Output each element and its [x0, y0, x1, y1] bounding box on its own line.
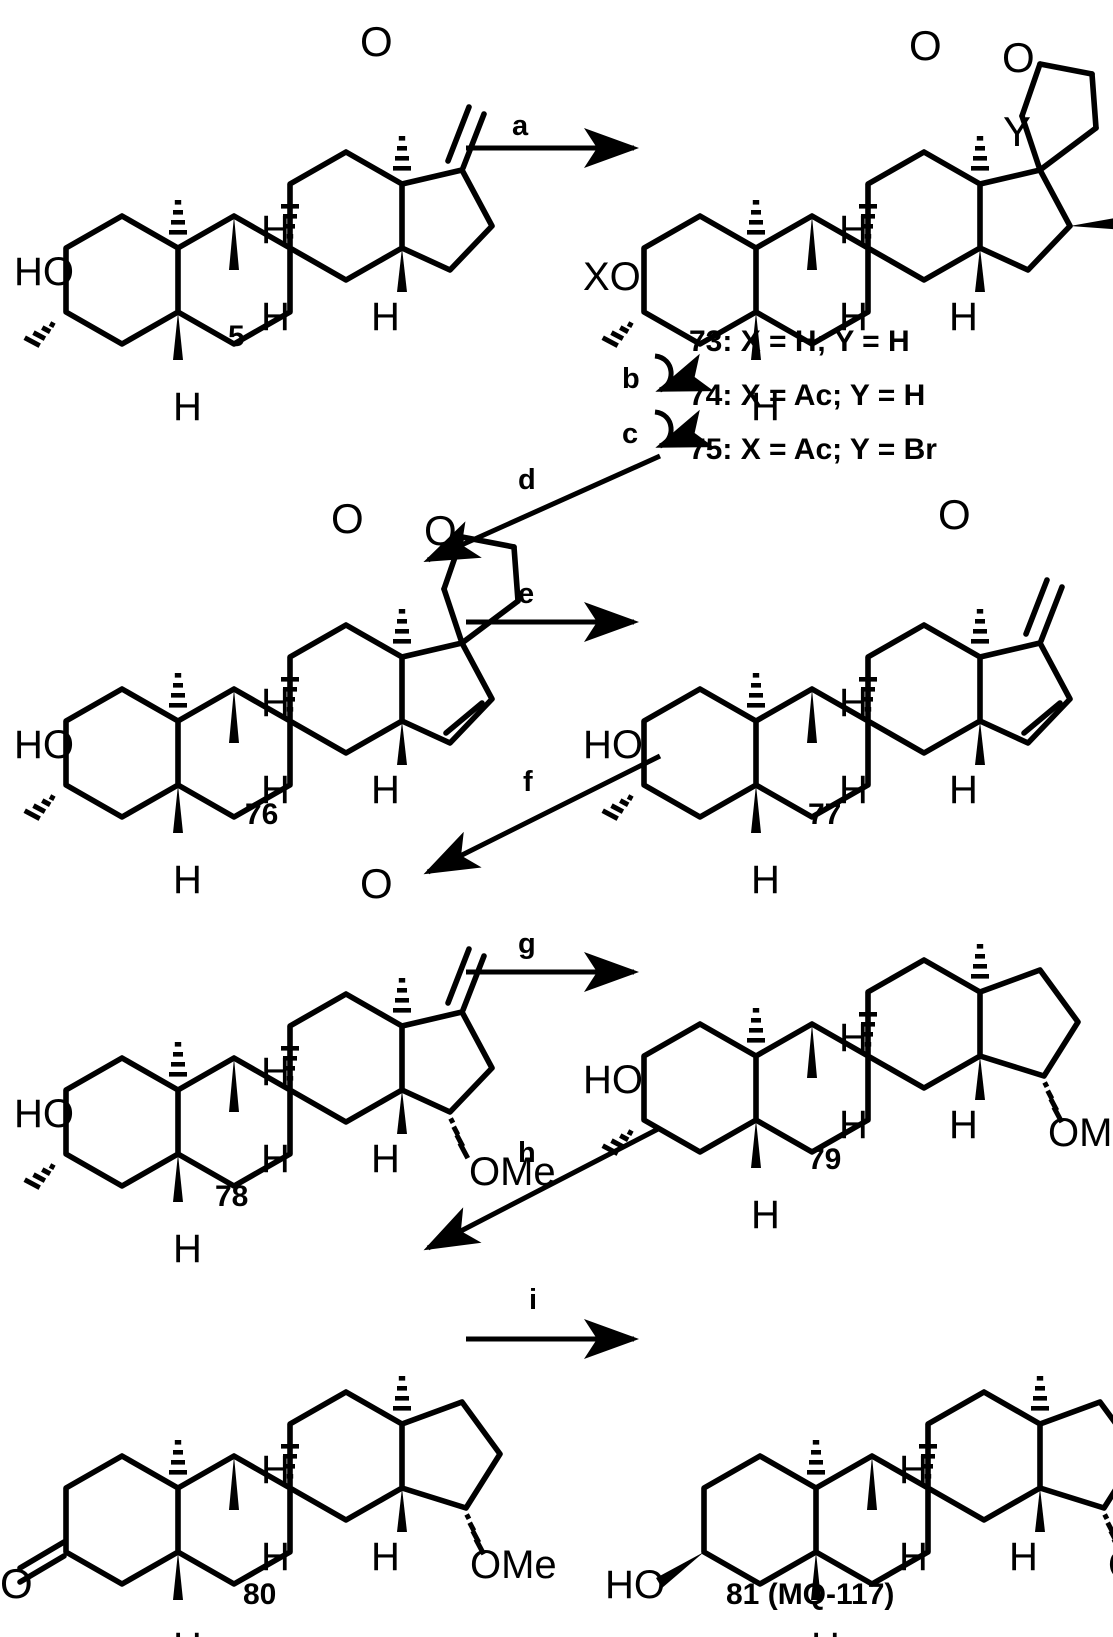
- label-H-C5-5: H: [173, 385, 202, 429]
- arrow-d: [423, 453, 662, 563]
- structure-81: [656, 1376, 1113, 1600]
- label-O1-76: O: [331, 495, 364, 542]
- condition-label-h: h: [518, 1137, 536, 1169]
- label-H-C8-76: H: [261, 681, 290, 725]
- label-H-C8-73: H: [839, 208, 868, 252]
- variant-line-73: 73: X = H; Y = H: [689, 325, 910, 358]
- label-H-C8-79: H: [839, 1016, 868, 1060]
- bracket-b: [654, 353, 714, 393]
- label-H-C8-5: H: [261, 208, 290, 252]
- label-HO-81: HO: [605, 1563, 665, 1607]
- label-HO-78: HO: [14, 1092, 74, 1136]
- label-O-5: O: [360, 18, 393, 65]
- label-H-C9-77: H: [839, 768, 868, 812]
- label-HO-79: HO: [583, 1058, 643, 1102]
- structure-77: [601, 577, 1073, 833]
- compound-label-5: 5: [228, 320, 245, 353]
- label-HO-5: HO: [14, 250, 74, 294]
- label-HO-77: HO: [583, 723, 643, 767]
- bracket-c: [654, 409, 714, 449]
- condition-label-c: c: [622, 418, 639, 450]
- arrow-h: [423, 1125, 662, 1251]
- label-H-C5-76: H: [173, 858, 202, 902]
- structure-73: [601, 61, 1113, 360]
- label-H-C5-78: H: [173, 1227, 202, 1271]
- variant-line-75: 75: X = Ac; Y = Br: [689, 433, 937, 466]
- label-O2-73: O: [1002, 34, 1035, 81]
- label-OMe-79: OMe: [1048, 1111, 1113, 1155]
- structure-5: [23, 104, 495, 360]
- label-O-78: O: [360, 860, 393, 907]
- condition-label-g: g: [518, 928, 536, 960]
- condition-label-d: d: [518, 464, 536, 496]
- structure-79: [601, 944, 1081, 1168]
- compound-label-79: 79: [808, 1143, 842, 1176]
- condition-label-f: f: [523, 766, 533, 798]
- label-H-C5-73: H: [751, 385, 780, 429]
- label-H-C8-81: H: [899, 1448, 928, 1492]
- label-H-C14-78: H: [371, 1137, 400, 1181]
- label-OMe-80: OMe: [470, 1543, 557, 1587]
- compound-label-80: 80: [243, 1578, 277, 1611]
- structure-78: [23, 946, 495, 1202]
- label-H-C9-78: H: [261, 1137, 290, 1181]
- label-H-C9-76: H: [261, 768, 290, 812]
- structure-76: [23, 534, 521, 833]
- condition-label-e: e: [518, 578, 535, 610]
- label-H-C8-80: H: [261, 1448, 290, 1492]
- arrow-f: [423, 753, 662, 875]
- compound-label-77: 77: [808, 798, 842, 831]
- label-H-C9-81: H: [899, 1535, 928, 1579]
- label-H-C8-78: H: [261, 1050, 290, 1094]
- condition-label-i: i: [529, 1284, 538, 1316]
- label-H-C5-80: H: [173, 1625, 202, 1637]
- compound-label-76: 76: [245, 798, 279, 831]
- label-O-77: O: [938, 491, 971, 538]
- condition-label-a: a: [512, 110, 529, 142]
- condition-label-b: b: [622, 363, 640, 395]
- label-H-C14-73: H: [949, 295, 978, 339]
- label-H-C5-77: H: [751, 858, 780, 902]
- label-O2-76: O: [424, 507, 457, 554]
- compound-label-81: 81 (MQ-117): [726, 1578, 895, 1611]
- label-HO-76: HO: [14, 723, 74, 767]
- label-O3-80: O: [0, 1560, 33, 1607]
- label-OMe-81: OMe: [1108, 1543, 1113, 1587]
- label-H-C14-77: H: [949, 768, 978, 812]
- label-H-C5-81: H: [811, 1625, 840, 1637]
- label-H-C9-80: H: [261, 1535, 290, 1579]
- label-H-C14-79: H: [949, 1103, 978, 1147]
- label-H-C14-5: H: [371, 295, 400, 339]
- label-O1-73: O: [909, 22, 942, 69]
- label-H-C14-80: H: [371, 1535, 400, 1579]
- label-XO-73: XO: [583, 255, 641, 299]
- label-Y-73: Y: [1003, 108, 1031, 155]
- label-H-C14-76: H: [371, 768, 400, 812]
- label-H-C9-73: H: [839, 295, 868, 339]
- structure-80: [17, 1376, 503, 1600]
- variant-line-74: 74: X = Ac; Y = H: [689, 379, 926, 412]
- label-H-C9-5: H: [261, 295, 290, 339]
- compound-label-78: 78: [215, 1180, 249, 1213]
- label-H-C9-79: H: [839, 1103, 868, 1147]
- label-H-C14-81: H: [1009, 1535, 1038, 1579]
- label-H-C8-77: H: [839, 681, 868, 725]
- label-H-C5-79: H: [751, 1193, 780, 1237]
